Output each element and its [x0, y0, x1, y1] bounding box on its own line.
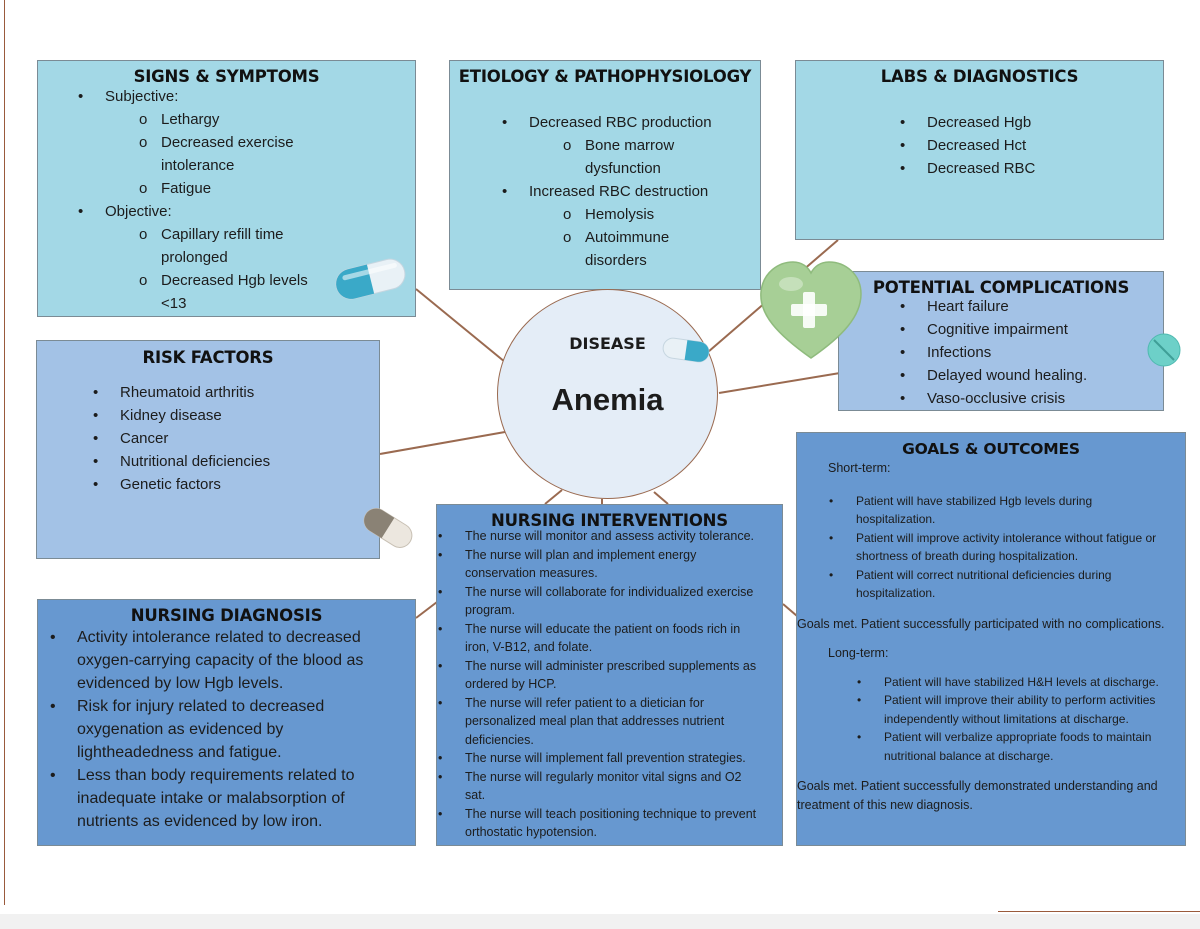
- connector-signs: [415, 288, 506, 363]
- intervention-item: The nurse will monitor and assess activi…: [438, 527, 775, 546]
- risk-item: Rheumatoid arthritis: [93, 381, 379, 404]
- etiology-subitem: Autoimmune disorders: [563, 226, 685, 272]
- diagnosis-item: Activity intolerance related to decrease…: [50, 626, 377, 695]
- intervention-item: The nurse will regularly monitor vital s…: [438, 768, 760, 805]
- connector-complications: [718, 372, 841, 394]
- labs-item: Decreased RBC: [900, 157, 1163, 180]
- etiology-item: Increased RBC destruction: [502, 180, 754, 203]
- risk-item: Nutritional deficiencies: [93, 450, 379, 473]
- labs-item: Decreased Hct: [900, 134, 1163, 157]
- complications-box: POTENTIAL COMPLICATIONS Heart failure Co…: [838, 271, 1164, 411]
- risk-factors-box: RISK FACTORS Rheumatoid arthritis Kidney…: [36, 340, 380, 559]
- long-term-goal: Patient will improve their ability to pe…: [857, 691, 1184, 728]
- heart-plus-icon: [760, 261, 862, 359]
- long-term-goal: Patient will verbalize appropriate foods…: [857, 728, 1179, 765]
- round-tablet-icon: [1147, 333, 1181, 367]
- intervention-item: The nurse will plan and implement energy…: [438, 546, 725, 583]
- intervention-item: The nurse will teach positioning techniq…: [438, 805, 775, 842]
- signs-symptoms-title: SIGNS & SYMPTOMS: [133, 67, 320, 86]
- etiology-subitem: Bone marrow dysfunction: [563, 134, 695, 180]
- intervention-item: The nurse will educate the patient on fo…: [438, 620, 760, 657]
- risk-item: Cancer: [93, 427, 379, 450]
- goals-outcomes-title: GOALS & OUTCOMES: [902, 440, 1080, 458]
- capsule-pill-icon: [335, 258, 406, 300]
- subjective-item: Fatigue: [139, 177, 395, 200]
- page-border-bottom: [998, 911, 1200, 912]
- etiology-item: Decreased RBC production: [502, 111, 754, 134]
- page-border-left: [4, 0, 5, 905]
- diagnosis-item: Risk for injury related to decreased oxy…: [50, 695, 337, 764]
- intervention-item: The nurse will collaborate for individua…: [438, 583, 775, 620]
- nursing-diagnosis-box: NURSING DIAGNOSIS Activity intolerance r…: [37, 599, 416, 846]
- long-term-label: Long-term:: [828, 646, 889, 660]
- short-term-goal: Patient will have stabilized Hgb levels …: [829, 492, 1136, 529]
- disease-center-node: DISEASE Anemia: [497, 289, 718, 499]
- risk-factors-title: RISK FACTORS: [142, 348, 274, 367]
- signs-symptoms-box: SIGNS & SYMPTOMS Subjective: Lethargy De…: [37, 60, 416, 317]
- capsule-pill-icon: [662, 337, 710, 363]
- etiology-box: ETIOLOGY & PATHOPHYSIOLOGY Decreased RBC…: [449, 60, 761, 290]
- complications-title: POTENTIAL COMPLICATIONS: [872, 278, 1130, 297]
- capsule-pill-icon: [363, 508, 413, 548]
- labs-item: Decreased Hgb: [900, 111, 1163, 134]
- short-term-label: Short-term:: [828, 461, 891, 475]
- long-term-goal: Patient will have stabilized H&H levels …: [857, 673, 1184, 692]
- connector-interventions-right: [653, 491, 669, 505]
- subjective-item: Decreased exercise intolerance: [139, 131, 311, 177]
- etiology-title: ETIOLOGY & PATHOPHYSIOLOGY: [458, 67, 752, 86]
- risk-item: Kidney disease: [93, 404, 379, 427]
- intervention-item: The nurse will implement fall prevention…: [438, 749, 775, 768]
- short-term-goal: Patient will improve activity intoleranc…: [829, 529, 1176, 566]
- disease-label: DISEASE: [569, 334, 646, 353]
- short-term-goal: Patient will correct nutritional deficie…: [829, 566, 1146, 603]
- complication-item: Heart failure: [900, 295, 1163, 318]
- connector-goals: [782, 603, 798, 617]
- disease-name: Anemia: [551, 382, 664, 417]
- page-footer-strip: [0, 914, 1200, 929]
- etiology-subitem: Hemolysis: [563, 203, 754, 226]
- objective-item: Capillary refill time prolonged: [139, 223, 311, 269]
- intervention-item: The nurse will administer prescribed sup…: [438, 657, 770, 694]
- objective-item: Decreased Hgb levels <13: [139, 269, 321, 315]
- nursing-interventions-box: NURSING INTERVENTIONS The nurse will mon…: [436, 504, 783, 846]
- nursing-diagnosis-title: NURSING DIAGNOSIS: [130, 606, 323, 625]
- diagnosis-item: Less than body requirements related to i…: [50, 764, 367, 833]
- connector-diagnosis: [415, 601, 438, 619]
- goals-outcomes-box: GOALS & OUTCOMES Short-term: Patient wil…: [796, 432, 1186, 846]
- short-term-outcome: Goals met. Patient successfully particip…: [797, 616, 1165, 631]
- objective-label: Objective:: [78, 200, 395, 223]
- risk-item: Genetic factors: [93, 473, 379, 496]
- labs-title: LABS & DIAGNOSTICS: [880, 67, 1079, 86]
- complication-item: Vaso-occlusive crisis: [900, 387, 1163, 410]
- complication-item: Delayed wound healing.: [900, 364, 1163, 387]
- subjective-label: Subjective:: [78, 85, 395, 108]
- intervention-item: The nurse will refer patient to a dietic…: [438, 694, 750, 750]
- connector-interventions-left: [544, 489, 563, 505]
- connector-risk: [379, 431, 506, 455]
- complication-item: Cognitive impairment: [900, 318, 1163, 341]
- complication-item: Infections: [900, 341, 1163, 364]
- labs-box: LABS & DIAGNOSTICS Decreased Hgb Decreas…: [795, 60, 1164, 240]
- long-term-outcome: Goals met. Patient successfully demonstr…: [797, 779, 1158, 812]
- nursing-interventions-title: NURSING INTERVENTIONS: [491, 511, 728, 530]
- subjective-item: Lethargy: [139, 108, 395, 131]
